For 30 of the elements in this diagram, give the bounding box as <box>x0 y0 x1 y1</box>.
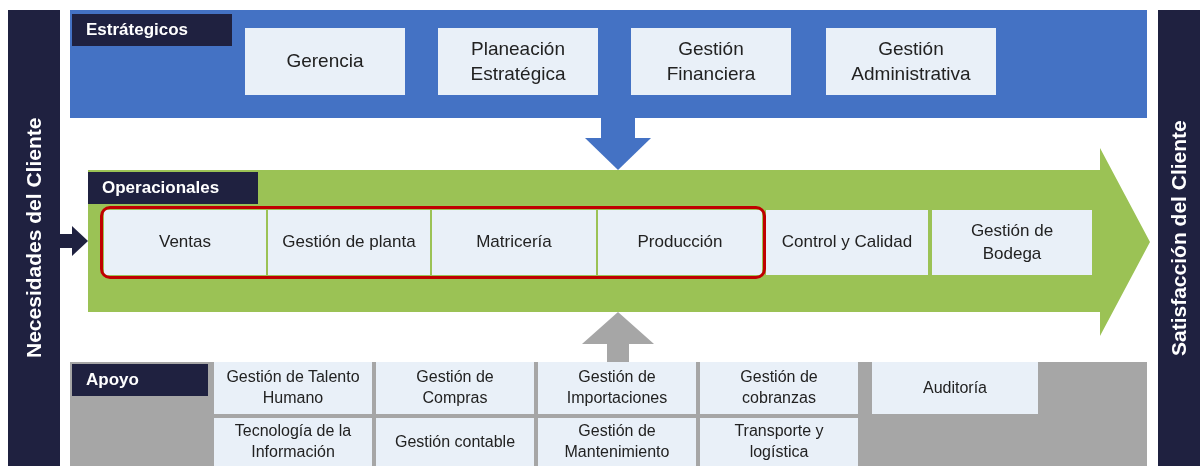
arrow-band <box>88 148 1150 336</box>
process-box: Matricería <box>432 210 596 275</box>
process-box: Auditoría <box>872 362 1038 414</box>
arrow <box>60 226 88 256</box>
process-band <box>70 10 1147 118</box>
process-box: Gestión de Talento Humano <box>214 362 372 414</box>
process-box: Gestión de Importaciones <box>538 362 696 414</box>
arrow <box>582 312 654 362</box>
process-box: Tecnología de la Información <box>214 418 372 466</box>
side-band: Necesidades del Cliente <box>8 10 60 466</box>
process-box: Producción <box>598 210 762 275</box>
process-box: Planeación Estratégica <box>438 28 598 95</box>
process-box: Gestión contable <box>376 418 534 466</box>
side-band: Satisfacción del Cliente <box>1158 10 1200 466</box>
process-box: Control y Calidad <box>766 210 928 275</box>
process-box: Gerencia <box>245 28 405 95</box>
process-box: Gestión de Mantenimiento <box>538 418 696 466</box>
band-title: Estrátegicos <box>72 14 232 46</box>
process-box: Ventas <box>104 210 266 275</box>
process-box: Gestión de Bodega <box>932 210 1092 275</box>
process-box: Transporte y logística <box>700 418 858 466</box>
arrow <box>585 118 651 170</box>
process-box: Gestión de Compras <box>376 362 534 414</box>
process-box: Gestión Administrativa <box>826 28 996 95</box>
band-title: Operacionales <box>88 172 258 204</box>
process-box: Gestión de cobranzas <box>700 362 858 414</box>
band-title: Apoyo <box>72 364 208 396</box>
process-box: Gestión de planta <box>268 210 430 275</box>
process-band <box>70 362 1147 466</box>
process-box: Gestión Financiera <box>631 28 791 95</box>
